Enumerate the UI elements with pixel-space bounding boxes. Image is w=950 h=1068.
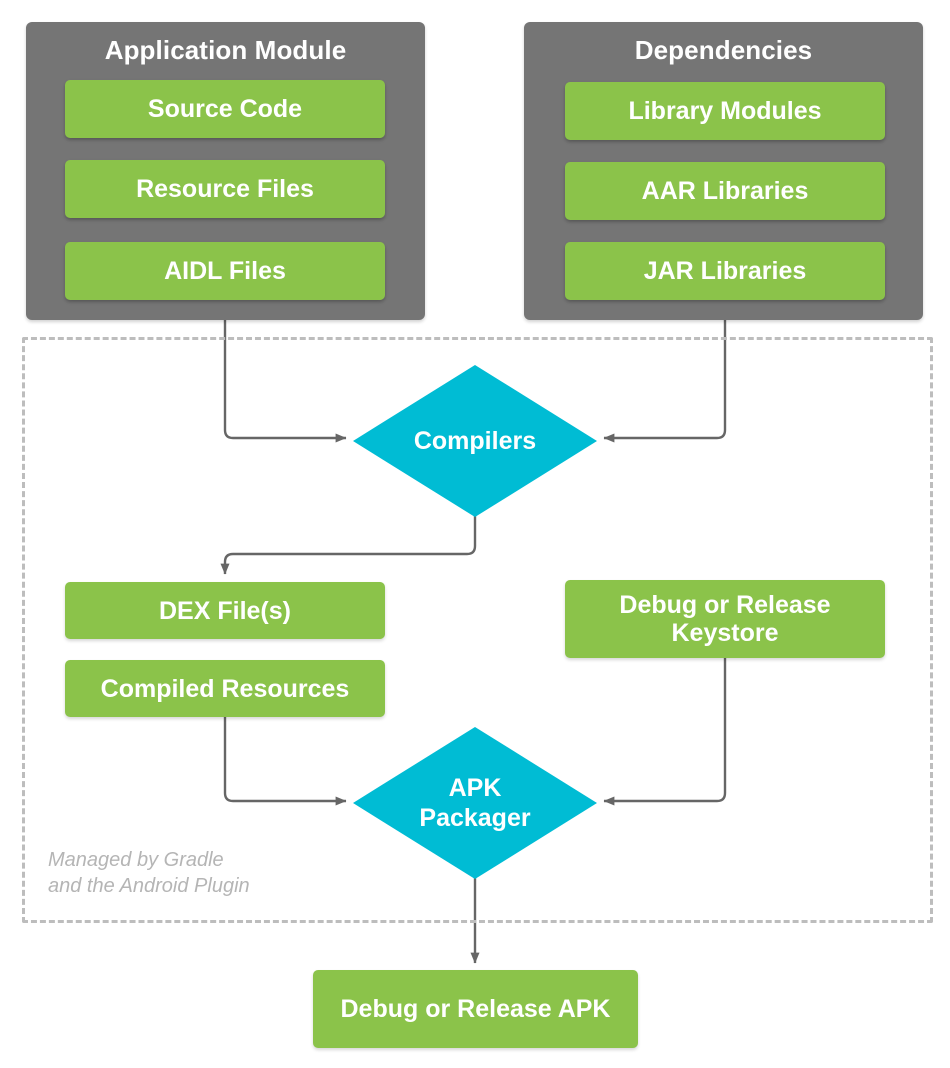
chip-resource-files[interactable]: Resource Files [65,160,385,218]
artifact-output-apk[interactable]: Debug or Release APK [313,970,638,1048]
chip-library-modules[interactable]: Library Modules [565,82,885,140]
artifact-dex-files[interactable]: DEX File(s) [65,582,385,639]
gradle-managed-note: Managed by Gradle and the Android Plugin [48,849,250,897]
gradle-managed-region [22,337,933,923]
group-application-module-title: Application Module [104,35,347,65]
process-apk-packager-label: APK Packager [419,773,531,833]
group-dependencies-title: Dependencies [634,35,813,65]
chip-aidl-files[interactable]: AIDL Files [65,242,385,300]
chip-jar-libraries[interactable]: JAR Libraries [565,242,885,300]
process-compilers-label: Compilers [413,426,537,455]
process-apk-packager-shape[interactable] [348,722,602,884]
chip-aar-libraries[interactable]: AAR Libraries [565,162,885,220]
artifact-compiled-resources[interactable]: Compiled Resources [65,660,385,717]
artifact-keystore[interactable]: Debug or Release Keystore [565,580,885,658]
chip-source-code[interactable]: Source Code [65,80,385,138]
process-compilers-shape[interactable] [348,360,602,522]
